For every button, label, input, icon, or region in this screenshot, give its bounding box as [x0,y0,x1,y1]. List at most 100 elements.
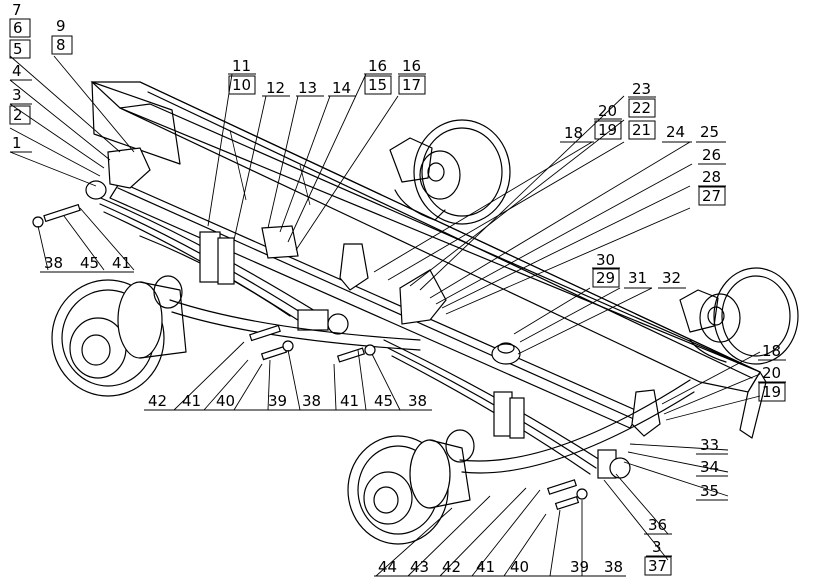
callout-label: 25 [700,123,719,141]
callout-41c: 41 [340,392,359,410]
callout-42a: 42 [148,392,167,410]
callout-underlines [10,73,786,577]
callout-label: 41 [476,558,495,576]
callout-label: 39 [570,558,589,576]
callout-37: 37 [644,556,672,576]
callout-label: 16 [368,57,387,75]
callout-21: 21 [628,120,656,140]
callout-label: 6 [13,19,23,37]
front-hanger-bracket [85,147,151,200]
bump-stop [491,342,521,365]
callout-label: 38 [408,392,427,410]
callout-33: 33 [700,436,719,454]
callout-label: 41 [340,392,359,410]
callout-7: 7 [12,1,22,19]
callout-42b: 42 [442,558,461,576]
callout-36: 36 [648,516,667,534]
callout-2: 2 [9,105,31,125]
callout-label: 45 [80,254,99,272]
callout-label: 38 [604,558,623,576]
front-shackle [297,309,349,335]
callout-label: 20 [598,102,617,120]
callout-20b: 20 [762,364,781,382]
callout-label: 33 [700,436,719,454]
callout-label: 18 [564,124,583,142]
callout-label: 2 [13,106,23,124]
callout-29: 29 [592,268,620,288]
callout-label: 38 [302,392,321,410]
callout-label: 1 [12,134,22,152]
callout-label: 16 [402,57,421,75]
callout-label: 32 [662,269,681,287]
callout-19a: 19 [594,120,622,140]
callout-45b: 45 [374,392,393,410]
callout-label: 28 [702,168,721,186]
callout-label: 45 [374,392,393,410]
callout-32: 32 [662,269,681,287]
callout-label: 27 [702,187,721,205]
callout-18b: 18 [762,342,781,360]
callout-label: 31 [628,269,647,287]
callout-39a: 39 [268,392,287,410]
callout-15: 15 [364,75,392,95]
callout-38b: 38 [302,392,321,410]
callout-22: 22 [628,98,656,118]
callout-label: 9 [56,17,66,35]
callout-10: 10 [228,75,256,95]
callout-17: 17 [398,75,426,95]
callout-19b: 19 [758,382,786,402]
callout-12: 12 [266,79,285,97]
callout-43: 43 [410,558,429,576]
callout-8: 8 [51,35,73,55]
callout-label: 30 [596,251,615,269]
callout-26: 26 [702,146,721,164]
callout-label: 13 [298,79,317,97]
callout-label: 5 [13,40,23,58]
callout-label: 35 [700,482,719,500]
callout-label: 34 [700,458,719,476]
rear-leaf-spring [383,339,601,475]
callout-3a: 3 [12,86,22,104]
rear-hanger-bracket [597,389,661,479]
callout-label: 41 [112,254,131,272]
callout-label: 26 [702,146,721,164]
callout-label: 40 [216,392,235,410]
callout-41b: 41 [182,392,201,410]
callout-16a: 16 [368,57,387,75]
callout-4: 4 [12,62,22,80]
callout-label: 20 [762,364,781,382]
callout-27: 27 [698,186,726,206]
bolts-pins [32,203,588,511]
callout-18a: 18 [564,124,583,142]
leader-lines [9,55,761,577]
callout-5: 5 [9,39,31,59]
callout-45a: 45 [80,254,99,272]
frame-rail [90,81,767,439]
callout-30: 30 [596,251,615,269]
callout-1: 1 [12,134,22,152]
callout-label: 41 [182,392,201,410]
callout-label: 36 [648,516,667,534]
rear-right-brake-drum [389,119,511,225]
callout-label: 42 [148,392,167,410]
callout-label: 17 [402,76,421,94]
callout-9: 9 [56,17,66,35]
callout-40a: 40 [216,392,235,410]
callout-label: 22 [632,99,651,117]
callout-label: 39 [268,392,287,410]
callout-25: 25 [700,123,719,141]
callout-3b: 3 [652,538,662,556]
callout-38a: 38 [44,254,63,272]
callout-label: 10 [232,76,251,94]
callout-20a: 20 [598,102,617,120]
callout-label: 44 [378,558,397,576]
callout-11: 11 [232,57,251,75]
callout-13: 13 [298,79,317,97]
callout-label: 23 [632,80,651,98]
callout-label: 42 [442,558,461,576]
callout-label: 21 [632,121,651,139]
callout-label: 3 [652,538,662,556]
front-left-wheel-hub [51,275,187,397]
callout-label: 19 [598,121,617,139]
